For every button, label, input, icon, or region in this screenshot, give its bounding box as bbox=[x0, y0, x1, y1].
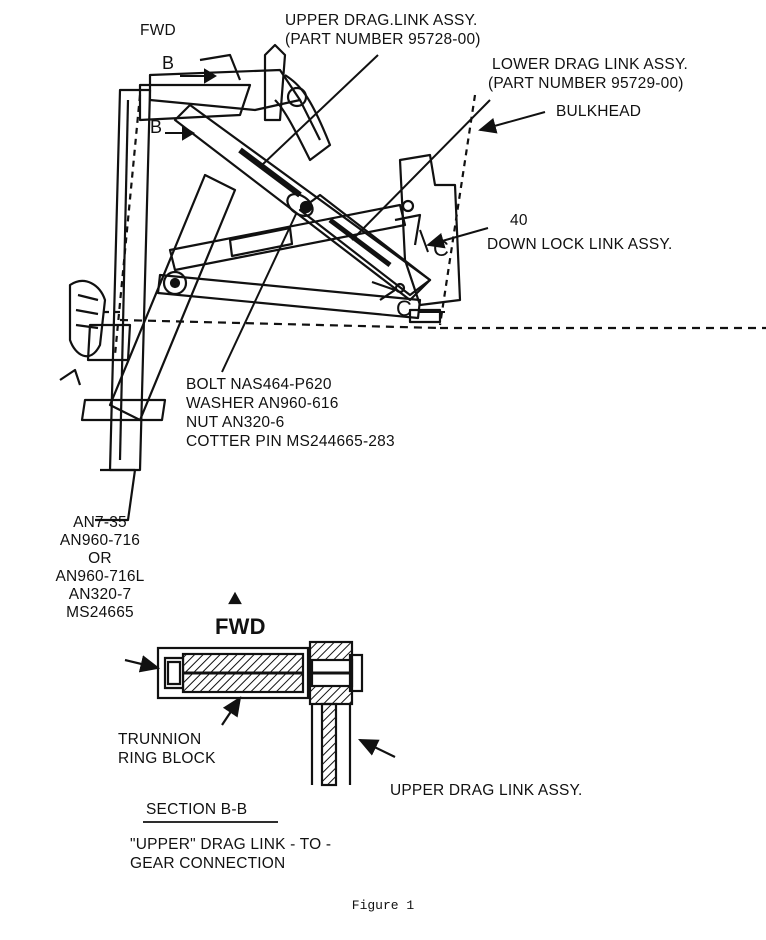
section-b-marker-mid: B bbox=[150, 117, 163, 137]
item-40-label: 40 bbox=[510, 212, 528, 229]
hardware-bolt: AN7-35 bbox=[73, 514, 127, 531]
upper-drag-link-label: UPPER DRAG.LINK ASSY. bbox=[285, 12, 478, 29]
section-c-marker-upper: C bbox=[433, 236, 450, 261]
hardware-or: OR bbox=[88, 550, 112, 567]
section-b-b-drawing bbox=[124, 591, 396, 823]
bulkhead-label: BULKHEAD bbox=[556, 103, 642, 120]
hardware-washer: AN960-716 bbox=[59, 532, 141, 549]
connection-line-1: "UPPER" DRAG LINK - TO - bbox=[130, 836, 332, 853]
fwd-label: FWD bbox=[140, 22, 176, 39]
trunnion-label: TRUNNION bbox=[118, 731, 202, 748]
hardware-washer-alt: AN960-716L bbox=[55, 568, 145, 585]
down-lock-label: DOWN LOCK LINK ASSY. bbox=[487, 236, 673, 253]
washer-label: WASHER AN960-616 bbox=[186, 395, 339, 412]
section-b-marker-top: B bbox=[162, 53, 175, 73]
hardware-list: AN7-35 AN960-716 OR AN960-716L AN320-7 M… bbox=[40, 514, 160, 622]
hardware-nut: AN320-7 bbox=[68, 586, 132, 603]
section-title: SECTION B-B bbox=[146, 801, 248, 818]
lower-part-number: (PART NUMBER 95729-00) bbox=[488, 75, 684, 92]
hardware-pin: MS24665 bbox=[66, 604, 134, 621]
fwd-section-label: FWD bbox=[215, 614, 266, 639]
gear-assembly-drawing bbox=[59, 43, 766, 522]
connection-line-2: GEAR CONNECTION bbox=[130, 855, 286, 872]
bolt-label: BOLT NAS464-P620 bbox=[186, 376, 332, 393]
figure-caption: Figure 1 bbox=[351, 898, 415, 913]
lower-drag-link-label: LOWER DRAG LINK ASSY. bbox=[492, 56, 689, 73]
nut-label: NUT AN320-6 bbox=[186, 414, 285, 431]
cotter-pin-label: COTTER PIN MS244665-283 bbox=[186, 433, 395, 450]
upper-drag-link-section-label: UPPER DRAG LINK ASSY. bbox=[390, 782, 583, 799]
upper-part-number: (PART NUMBER 95728-00) bbox=[285, 31, 481, 48]
leader-lines bbox=[165, 54, 546, 373]
section-c-marker-lower: C bbox=[396, 296, 413, 321]
ring-block-label: RING BLOCK bbox=[118, 750, 216, 767]
